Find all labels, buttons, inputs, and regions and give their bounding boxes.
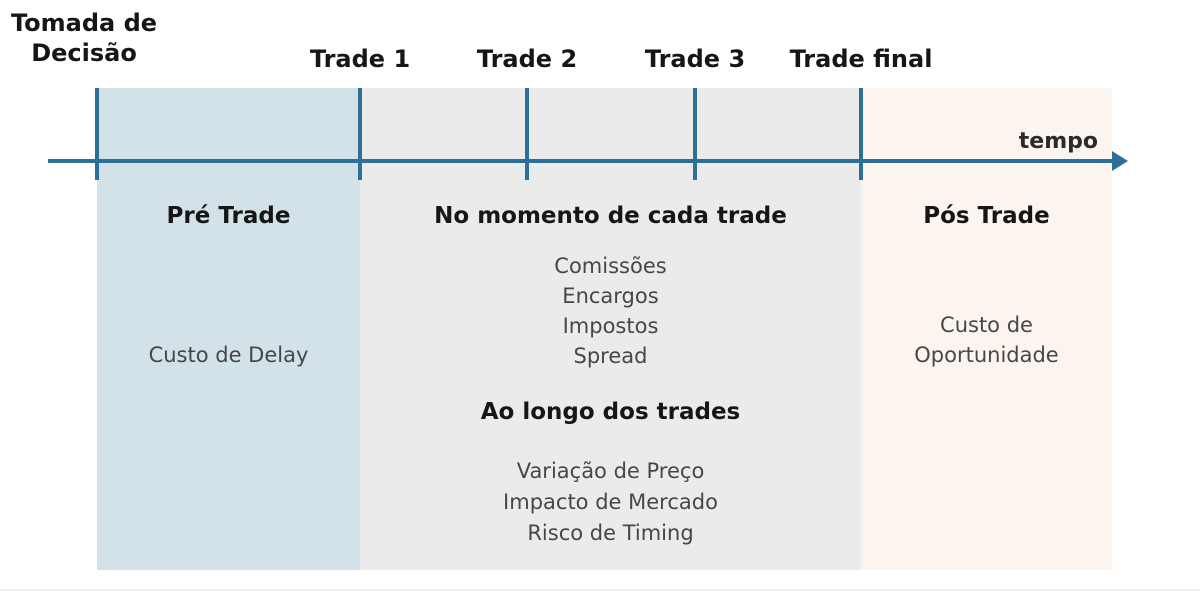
bottom-divider <box>0 589 1200 591</box>
time-axis-label: tempo <box>1018 129 1098 154</box>
tick-trade-1 <box>358 88 362 180</box>
during-trade-panel <box>360 88 861 570</box>
post-trade-panel <box>861 88 1112 570</box>
marker-label-trade-2: Trade 2 <box>476 45 578 73</box>
pre-trade-title: Pré Trade <box>166 203 291 229</box>
tick-tomada-de-decisao <box>95 88 99 180</box>
during-trade-subtitle: Ao longo dos trades <box>480 399 741 425</box>
time-axis-arrowhead-icon <box>1112 151 1128 171</box>
marker-label-trade-3: Trade 3 <box>644 45 746 73</box>
during-trade-subitems: Variação de Preço Impacto de Mercado Ris… <box>360 456 861 549</box>
during-trade-items: Comissões Encargos Impostos Spread <box>360 251 861 371</box>
post-trade-title: Pós Trade <box>923 203 1050 229</box>
phase-item-custo-de-delay: Custo de Delay <box>148 343 309 367</box>
tick-trade-2 <box>525 88 529 180</box>
phase-item-custo-de-oportunidade: Custo de Oportunidade <box>914 313 1059 367</box>
tick-trade-3 <box>693 88 697 180</box>
time-axis-line <box>48 159 1114 163</box>
tick-trade-final <box>859 88 863 180</box>
pre-trade-panel <box>97 88 360 570</box>
phase-item-variacao-de-preco: Variação de Preço <box>516 459 705 483</box>
during-trade-title: No momento de cada trade <box>434 203 787 229</box>
phase-item-impacto-de-mercado: Impacto de Mercado <box>503 490 718 514</box>
phase-item-comissoes: Comissões <box>554 254 667 278</box>
post-trade-items: Custo de Oportunidade <box>891 310 1082 370</box>
phase-item-risco-de-timing: Risco de Timing <box>527 521 694 545</box>
marker-label-tomada-de-decisao: Tomada de Decisão <box>10 9 158 67</box>
pre-trade-items: Custo de Delay <box>97 342 360 368</box>
marker-label-trade-1: Trade 1 <box>309 45 411 73</box>
phase-item-impostos: Impostos <box>562 314 659 338</box>
phase-item-encargos: Encargos <box>562 284 659 308</box>
marker-label-trade-final: Trade final <box>789 45 933 73</box>
phase-item-spread: Spread <box>573 344 648 368</box>
